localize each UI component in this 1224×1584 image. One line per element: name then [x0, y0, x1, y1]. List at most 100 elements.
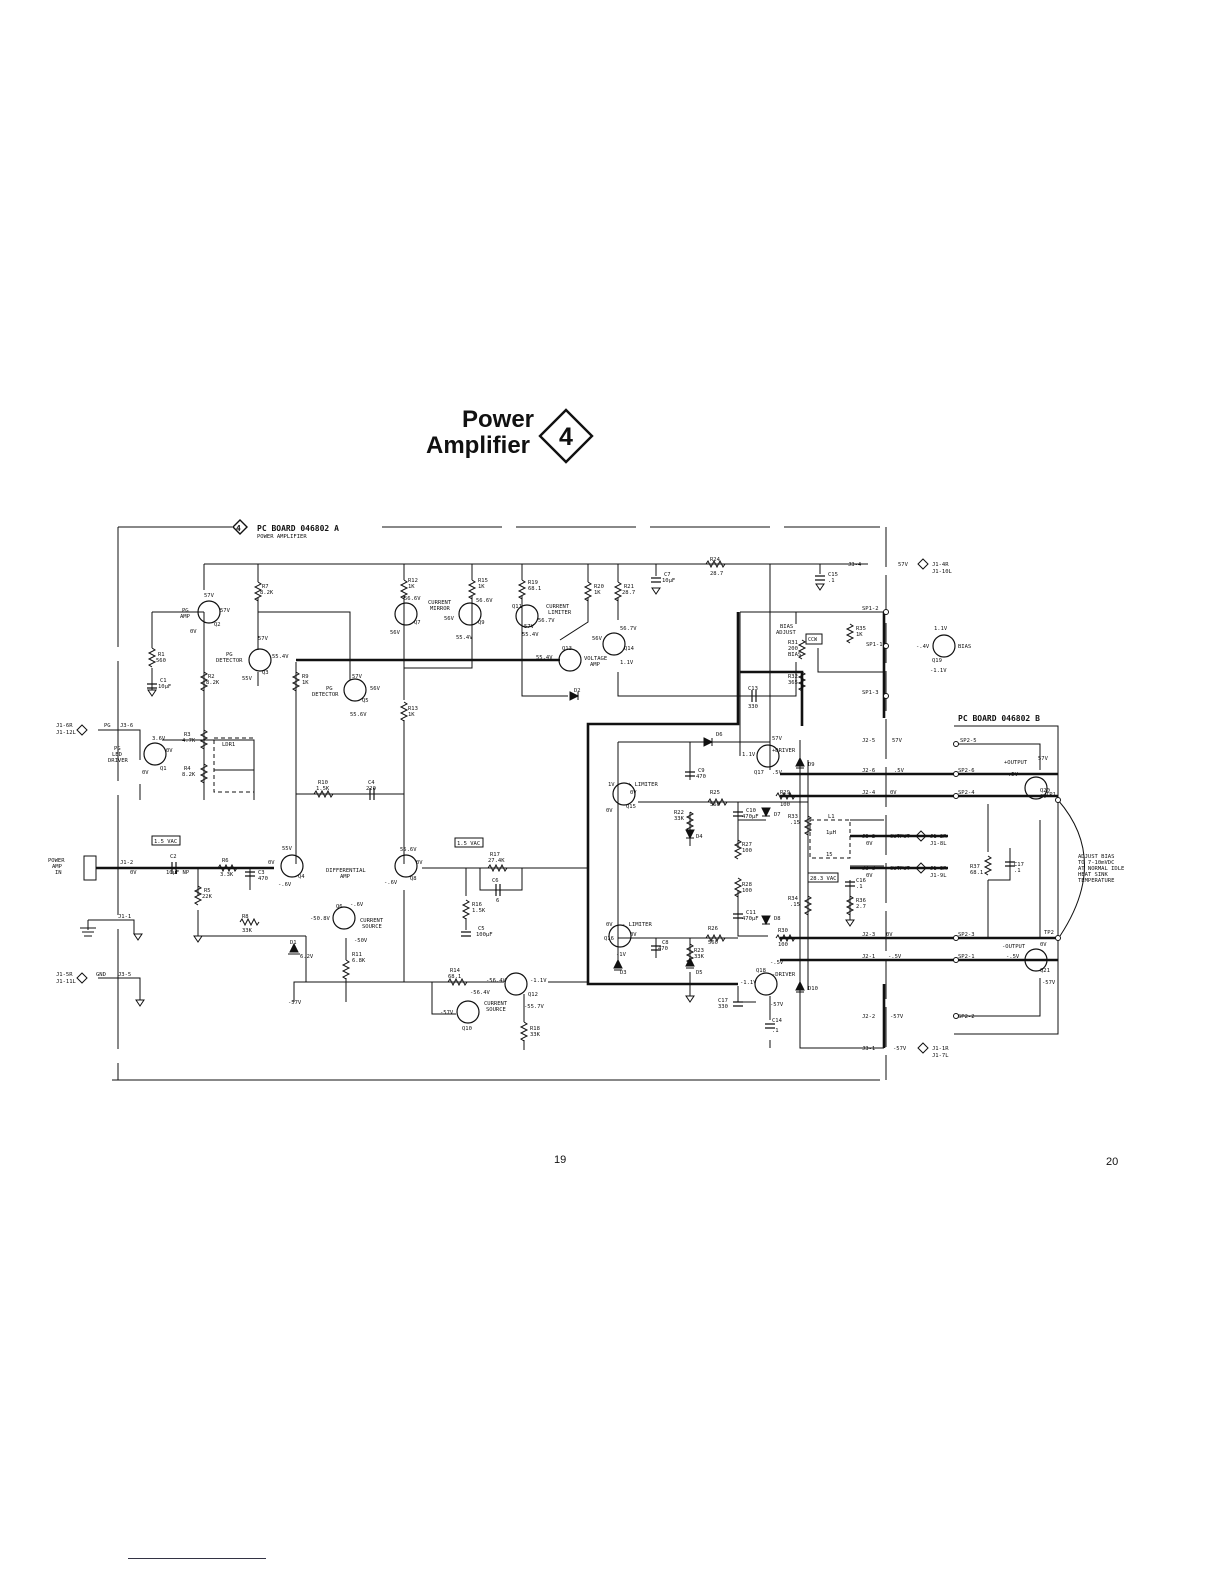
q3-v1: 57V	[258, 636, 269, 642]
input-vac-box	[151, 835, 181, 846]
d3-name: D3	[620, 970, 627, 976]
resistor-r2-icon	[199, 671, 209, 692]
resistor-r24-icon	[705, 559, 726, 569]
q21-v1: 0V	[1040, 942, 1047, 948]
c4-value: 220	[366, 786, 376, 792]
transistor-q14-icon	[602, 632, 626, 656]
net-j2-5: J2-5	[862, 738, 875, 744]
r11-value: 6.8K	[352, 958, 366, 964]
q14-label-2: AMP	[590, 662, 601, 668]
q20-v2: .5V	[1008, 772, 1019, 778]
section-diamond-badge: 4	[538, 408, 594, 464]
c5-name: C5	[478, 926, 485, 932]
c9-name: C9	[698, 768, 705, 774]
c16-value: .1	[856, 884, 863, 890]
q3-name: Q3	[262, 670, 269, 676]
r36-name: R36	[856, 898, 866, 904]
q9-name: Q9	[478, 620, 485, 626]
r9-name: R9	[302, 674, 309, 680]
terminal-tp1	[1055, 797, 1061, 803]
net-sp2-4: SP2-4	[958, 790, 975, 796]
r2-value: 8.2K	[206, 680, 220, 686]
net-j2-3: J2-3	[862, 932, 875, 938]
adjust-note-line-2: TO 7-10mVDC	[1078, 860, 1114, 866]
net-j2-6: J2-6	[862, 768, 875, 774]
transistor-q15-icon	[612, 782, 636, 806]
q2-wiring	[151, 611, 205, 800]
connector-diamond-output-bottom	[915, 862, 927, 874]
r8-value: 33K	[242, 928, 253, 934]
c1-name: C1	[160, 678, 167, 684]
input-vac: 1.5 VAC	[154, 839, 177, 845]
r4-value: 8.2K	[182, 772, 196, 778]
zener-d1-icon	[288, 942, 300, 955]
q12-v3: -55.7V	[524, 1004, 545, 1010]
r20-name: R20	[594, 584, 604, 590]
current-source-wiring	[249, 868, 347, 1002]
transistor-q11-icon	[515, 604, 539, 628]
r8-name: R8	[242, 914, 249, 920]
resistor-r21-icon	[613, 581, 623, 602]
conn-bottom-right-ref2: J1-7L	[932, 1053, 949, 1059]
q16-v1: 0V	[606, 922, 613, 928]
resistor-r15-icon	[467, 579, 477, 600]
conn-bottom-right-pin: J3-1	[862, 1046, 875, 1052]
q2-v3: 0V	[190, 629, 197, 635]
resistor-r9-icon	[291, 671, 301, 692]
r5-name: R5	[204, 888, 211, 894]
resistor-r28-icon	[733, 877, 743, 898]
conn-out-top-ref1: J1-2R	[930, 834, 947, 840]
resistor-r6-icon	[217, 863, 238, 873]
input-jack	[83, 855, 97, 881]
capacitor-c8-icon	[651, 945, 661, 951]
capacitor-c10-icon	[733, 811, 743, 817]
conn-left-bottom-ref2: J1-11L	[56, 979, 77, 985]
c16-name: C16	[856, 878, 866, 884]
q17-v3: .5V	[772, 770, 783, 776]
q13-v1: 55.4V	[536, 655, 553, 661]
transistor-q2-icon	[197, 600, 221, 624]
c3-name: C3	[258, 870, 265, 876]
r22-value: 33K	[674, 816, 685, 822]
transistor-q6-icon	[332, 906, 356, 930]
conn-out-bottom-ref1: J1-3R	[930, 866, 947, 872]
diff-amp-label-1: DIFFERENTIAL	[326, 868, 366, 874]
q15-v1: 1V	[608, 782, 615, 788]
net-j2-1: J2-1	[862, 954, 875, 960]
c10-value: 470µF	[742, 814, 759, 820]
conn-top-right-ref2: J1-10L	[932, 569, 953, 575]
d10-name: D10	[808, 986, 818, 992]
q9-v2: 56V	[444, 616, 455, 622]
r1-name: R1	[158, 652, 165, 658]
q9-wiring	[404, 596, 473, 669]
conn-left-bottom-pin: J3-5	[118, 972, 131, 978]
title-line-power: Power	[462, 406, 535, 433]
diode-d6-icon	[703, 737, 714, 747]
resistor-r35-icon	[845, 623, 855, 644]
q18-v1: -.5V	[770, 960, 784, 966]
ground-icon	[845, 919, 855, 927]
board-a-subtitle: POWER AMPLIFIER	[257, 534, 307, 540]
terminal-sp2-5	[953, 741, 959, 747]
resistor-r13-icon	[399, 701, 409, 722]
r12-value: 1K	[408, 584, 415, 590]
r31-name: R31	[788, 640, 798, 646]
q18-v2: -1.1V	[740, 980, 757, 986]
ground-icon	[685, 995, 695, 1003]
net-j2-4: J2-4	[862, 790, 876, 796]
conn-left-top-ref2: J1-12L	[56, 730, 77, 736]
q17-v2: 1.1V	[742, 752, 756, 758]
q10-label-2: SOURCE	[486, 1007, 506, 1013]
c7-value: 10µF	[662, 578, 675, 584]
mid-vac-box	[454, 837, 484, 848]
thick-output-busses	[780, 772, 1058, 962]
q14-name: Q14	[624, 646, 635, 652]
r10-value: 1.5K	[316, 786, 330, 792]
transistor-q12-icon	[504, 972, 528, 996]
net-sp2-2: SP2-2	[958, 1014, 975, 1020]
conn-out-bottom-ref2: J1-9L	[930, 873, 947, 879]
net-tp1: TP1	[1046, 792, 1056, 798]
conn-out-bottom-volts: 0V	[866, 873, 873, 879]
bias-wiring	[739, 611, 884, 756]
